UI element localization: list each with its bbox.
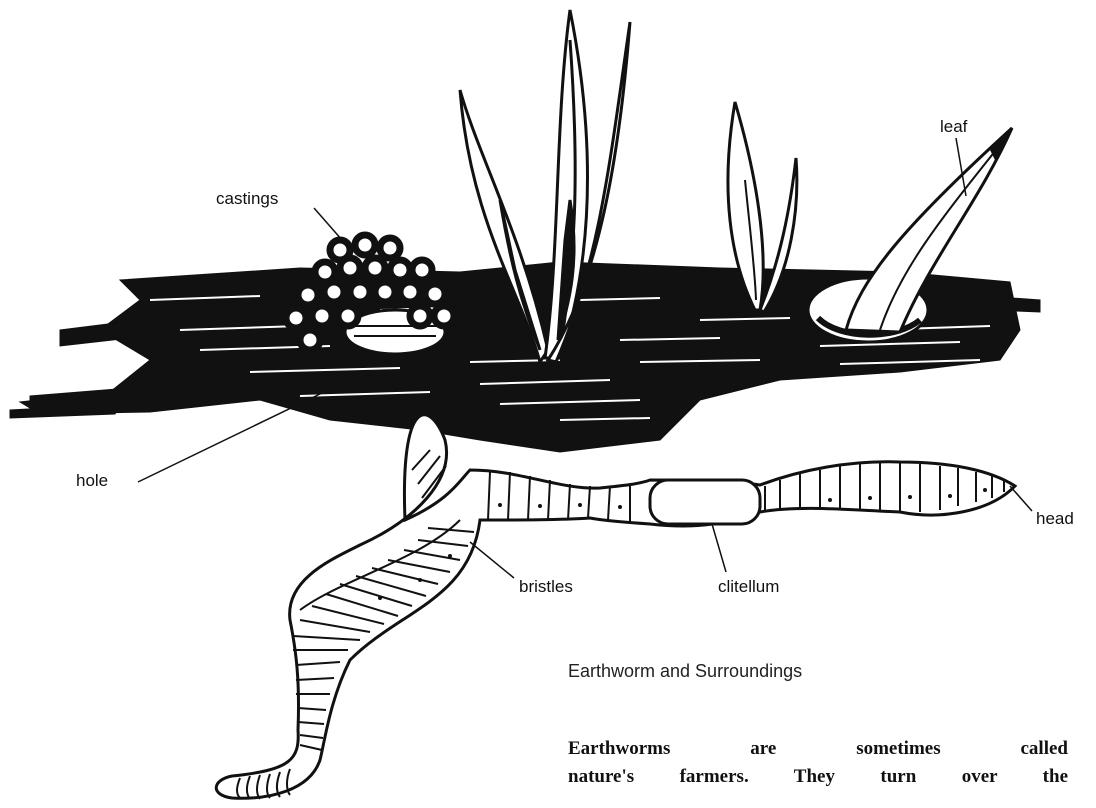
label-head: head — [1036, 510, 1074, 527]
bristles-leader — [470, 542, 514, 578]
head-leader — [1010, 486, 1032, 511]
castings-leader — [314, 208, 342, 240]
figure-caption-title: Earthworm and Surroundings — [568, 661, 802, 682]
caption-line-1: Earthworms are sometimes called — [568, 735, 1068, 763]
label-clitellum: clitellum — [718, 578, 779, 595]
label-bristles: bristles — [519, 578, 573, 595]
clitellum-band — [650, 480, 760, 524]
caption-body-text: Earthworms are sometimes called nature's… — [568, 735, 1068, 791]
label-castings: castings — [216, 190, 278, 207]
caption-line-2: nature's farmers. They turn over the — [568, 763, 1068, 791]
label-hole: hole — [76, 472, 108, 489]
label-leaf: leaf — [940, 118, 967, 135]
castings-mound — [286, 235, 454, 354]
clitellum-leader — [712, 524, 726, 572]
